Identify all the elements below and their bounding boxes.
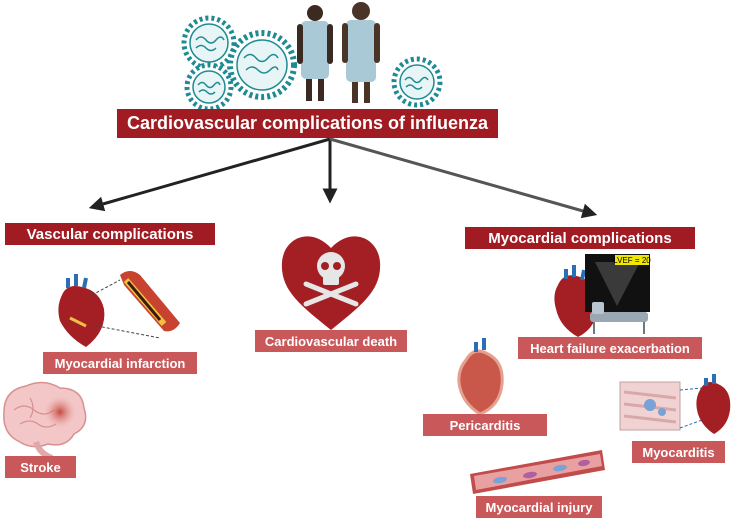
myocarditis-label: Myocarditis xyxy=(632,441,725,463)
patient-icon xyxy=(297,5,333,101)
echo-screen-icon: LVEF = 20 xyxy=(585,254,651,312)
tissue-icon xyxy=(619,381,681,431)
vascular-category-label: Vascular complications xyxy=(5,223,215,245)
heart-icon xyxy=(457,338,504,416)
heart-icon xyxy=(58,274,105,347)
virus-icon xyxy=(181,15,237,71)
pericarditis-label: Pericarditis xyxy=(423,414,547,436)
myocardial-category-label: Myocardial complications xyxy=(465,227,695,249)
cardiovascular-death-label: Cardiovascular death xyxy=(255,330,407,352)
virus-icon xyxy=(184,62,234,112)
skull-crossbones-icon xyxy=(303,252,359,307)
heart-icon xyxy=(696,374,731,434)
artery-icon xyxy=(120,271,180,332)
heart-failure-label: Heart failure exacerbation xyxy=(518,337,702,359)
myocardial-injury-label: Myocardial injury xyxy=(476,496,602,518)
stroke-label: Stroke xyxy=(5,456,76,478)
hospital-bed-icon xyxy=(590,302,648,334)
virus-icon xyxy=(391,56,443,108)
brain-icon xyxy=(3,381,87,461)
lvef-readout: LVEF = 20 xyxy=(613,256,651,265)
vessel-icon xyxy=(470,450,605,494)
main-title: Cardiovascular complications of influenz… xyxy=(117,109,498,138)
myocardial-infarction-label: Myocardial infarction xyxy=(43,352,197,374)
virus-icon xyxy=(227,30,297,100)
flow-arrows xyxy=(88,137,598,219)
patient-icon xyxy=(342,2,380,103)
